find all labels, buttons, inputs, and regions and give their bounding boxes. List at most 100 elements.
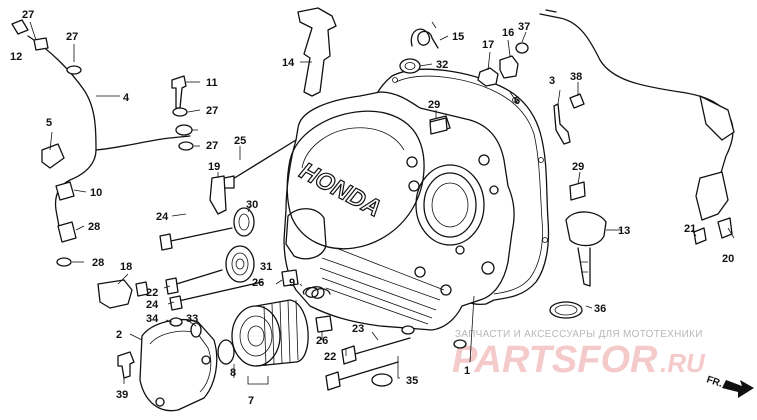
clutch-lifter-arm [297,7,337,97]
callout-24-lower: 24 [146,299,159,311]
callout-27-washer-lower: 27 [206,140,218,152]
gasket-hole [392,77,398,83]
return-spring [410,28,439,49]
hose-clip [41,143,65,169]
gasket-hole [512,97,518,103]
sealing-washer [178,141,194,151]
watermark-tagline: ЗАПЧАСТИ И АКСЕССУАРЫ ДЛЯ МОТОТЕХНИКИ [455,329,703,340]
sensor-bolt [717,217,733,239]
front-direction-label: FR. [705,374,724,390]
callout-22-bottom: 22 [324,351,336,363]
callout-6: 6 [514,95,520,107]
callout-18: 18 [120,261,132,273]
o-ring [169,317,183,327]
bolt [347,337,411,357]
gasket-hole [542,237,548,243]
screw [11,19,29,35]
watermark: ЗАПЧАСТИ И АКСЕССУАРЫ ДЛЯ МОТОТЕХНИКИ PA… [452,329,706,381]
callout-27-top-left: 27 [22,9,34,21]
tube-clamp [57,221,77,243]
bolt [331,361,399,383]
callout-19: 19 [208,161,220,173]
clamp-bracket [209,175,227,215]
adjuster-nut [477,67,499,87]
callout-7: 7 [248,395,254,407]
callout-15: 15 [452,31,464,43]
callout-22-left: 22 [146,287,158,299]
washer [56,257,72,267]
leader-lines [29,21,735,385]
callout-12: 12 [10,51,22,63]
oil-seal [399,58,421,74]
dowel-pin [569,181,586,201]
right-crankcase-cover: HONDA [283,91,515,331]
callout-17: 17 [482,39,494,51]
oil-filter-element [231,299,309,367]
callout-29-right: 29 [572,161,584,173]
callout-24-upper: 24 [156,211,169,223]
callout-34: 34 [146,313,159,325]
callout-23: 23 [352,323,364,335]
washer [515,42,529,54]
callout-29-center: 29 [428,99,440,111]
gasket-hole [538,157,544,163]
bolt [169,269,223,287]
callout-3: 3 [549,75,555,87]
sealing-washer [172,107,188,117]
speed-sensor [695,171,729,221]
gasket-inner-edge [395,75,543,295]
front-direction-arrow [722,380,754,398]
callout-31: 31 [260,261,272,273]
callout-21: 21 [684,223,696,235]
relief-spring [302,286,331,299]
oil-filler-cap [565,211,607,247]
callout-5: 5 [46,117,52,129]
callout-27-tube: 27 [66,31,78,43]
bolt [165,227,233,243]
callout-28-upper: 28 [88,221,100,233]
callout-38: 38 [570,71,582,83]
callout-1: 1 [464,365,470,377]
watermark-logo: PARTSFOR [452,339,658,381]
cable-bracket [553,103,571,145]
callout-39: 39 [116,389,128,401]
callout-11: 11 [206,77,218,89]
callout-13: 13 [618,225,630,237]
sealing-washer [175,124,193,136]
tube-clamp [55,181,75,201]
o-ring [371,373,393,387]
dowel [401,325,415,335]
callout-26-left: 26 [252,277,264,289]
banjo-bolt [171,75,187,109]
o-ring [217,339,235,365]
clutch-lifter-plate [97,279,133,309]
callout-27-washer-upper: 27 [206,105,218,117]
washer [33,37,49,51]
o-ring [549,301,583,319]
oil-filter-cover [139,319,218,412]
plug [281,269,299,287]
sensor-cable [539,13,734,177]
callout-35: 35 [406,375,418,387]
callout-25: 25 [234,135,246,147]
callout-30: 30 [246,199,258,211]
cover-bolt [117,351,135,379]
callout-14: 14 [282,57,295,69]
callout-28-lower: 28 [92,257,104,269]
washer [66,65,82,75]
lifter-piece [499,55,519,79]
plug [315,315,333,333]
oil-seal [233,207,255,237]
callout-32: 32 [436,59,448,71]
callout-37: 37 [518,21,530,33]
breather-tube [27,35,97,233]
sensor-bolt [693,227,707,245]
callout-2: 2 [116,329,122,341]
dowel [453,339,467,349]
watermark-logo-suffix: .RU [660,348,706,378]
callout-numbers: 1 2 3 4 5 6 7 8 9 10 11 12 13 14 15 16 1… [10,9,734,407]
callout-26-lower: 26 [316,335,328,347]
callout-33: 33 [186,313,198,325]
callout-16: 16 [502,27,514,39]
